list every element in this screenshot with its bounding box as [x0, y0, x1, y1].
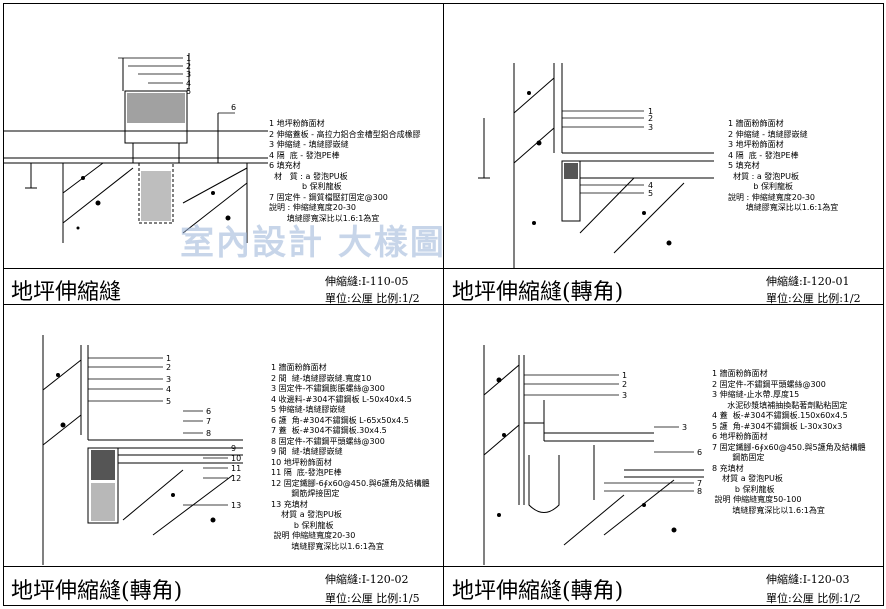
leader-label: 1 — [166, 354, 171, 363]
detail-title: 地坪伸縮縫(轉角) — [11, 579, 183, 604]
leader-label: 1 — [186, 54, 191, 63]
leader-label: 4 — [186, 79, 191, 88]
leader-label: 3 — [648, 123, 653, 132]
detail-title: 地坪伸縮縫 — [11, 280, 122, 305]
title-block: 地坪伸縮縫 伸縮縫:I-110-05 單位:公厘 比例:1/2 — [3, 268, 443, 305]
leader-label: 3 — [186, 70, 191, 79]
leader-label: 3 — [166, 375, 171, 384]
leader-label: 2 — [648, 114, 653, 123]
panel-floor-joint: 1 2 3 4 5 6 1 地坪粉飾面材 2 伸縮蓋板 - 高拉力鋁合金槽型鋁合… — [3, 3, 443, 305]
detail-title: 地坪伸縮縫(轉角) — [452, 579, 624, 604]
material-notes: 1 牆面粉飾面材 2 固定件-不鏽鋼平頭螺絲@300 3 伸縮縫-止水帶.厚度1… — [712, 369, 866, 515]
leader-label: 11 — [231, 464, 241, 473]
detail-code: 伸縮縫:I-110-05 — [325, 275, 409, 288]
detail-drawing-1: 1 2 3 4 5 6 — [3, 53, 268, 243]
leader-label: 2 — [186, 62, 191, 71]
leader-label: 10 — [231, 454, 241, 463]
leader-label: 5 — [166, 397, 171, 406]
detail-drawing-2: 1 2 3 4 5 — [478, 63, 714, 268]
title-block: 地坪伸縮縫(轉角) 伸縮縫:I-120-03 單位:公厘 比例:1/2 — [444, 566, 884, 606]
leader-label: 5 — [648, 189, 653, 198]
leader-label: 2 — [166, 363, 171, 372]
leader-label: 4 — [648, 181, 653, 190]
leader-label: 6 — [206, 407, 211, 416]
panel-corner-joint-01: 1 2 3 4 5 1 牆面粉飾面材 2 伸縮縫 - 填縫膠嵌縫 3 地坪粉飾面… — [444, 3, 884, 305]
leader-label: 5 — [186, 87, 191, 96]
detail-drawing-3: 1 2 3 4 5 6 7 8 9 10 11 12 13 — [42, 335, 243, 565]
detail-drawing-4: 1 2 3 3 6 7 8 — [483, 345, 704, 565]
panel-corner-joint-03: 1 2 3 3 6 7 8 1 牆面粉飾面材 2 固定件-不鏽鋼平頭螺絲@300… — [444, 305, 884, 606]
detail-title: 地坪伸縮縫(轉角) — [452, 280, 624, 305]
leader-label: 13 — [231, 501, 241, 510]
leader-label: 7 — [697, 479, 702, 488]
detail-code: 伸縮縫:I-120-02 — [325, 573, 409, 586]
leader-label: 7 — [206, 417, 211, 426]
title-block: 地坪伸縮縫(轉角) 伸縮縫:I-120-02 單位:公厘 比例:1/5 — [3, 566, 443, 606]
unit-scale: 單位:公厘 比例:1/2 — [325, 292, 420, 305]
unit-scale: 單位:公厘 比例:1/5 — [325, 592, 420, 605]
material-notes: 1 地坪粉飾面材 2 伸縮蓋板 - 高拉力鋁合金槽型鋁合成橡膠 3 伸縮縫 - … — [269, 119, 421, 223]
watermark: 室內設計 大樣圖 — [180, 223, 446, 263]
leader-label: 6 — [231, 103, 236, 112]
leader-label: 8 — [697, 487, 702, 496]
leader-label: 6 — [697, 448, 702, 457]
leader-label: 1 — [622, 371, 627, 380]
leader-label: 3 — [682, 423, 687, 432]
material-notes: 1 牆面粉飾面材 2 間 縫-填縫膠嵌縫.寬度10 3 固定件-不鏽鋼膨脹螺絲@… — [271, 363, 430, 551]
leader-label: 8 — [206, 429, 211, 438]
horizontal-divider — [3, 304, 884, 305]
unit-scale: 單位:公厘 比例:1/2 — [766, 292, 861, 305]
leader-label: 1 — [648, 107, 653, 116]
detail-code: 伸縮縫:I-120-01 — [766, 275, 850, 288]
panel-corner-joint-02: 1 2 3 4 5 6 7 8 9 10 11 12 13 1 牆面粉飾面材 2… — [3, 305, 443, 606]
detail-code: 伸縮縫:I-120-03 — [766, 573, 850, 586]
title-block: 地坪伸縮縫(轉角) 伸縮縫:I-120-01 單位:公厘 比例:1/2 — [444, 268, 884, 305]
unit-scale: 單位:公厘 比例:1/2 — [766, 592, 861, 605]
leader-label: 2 — [622, 380, 627, 389]
leader-label: 4 — [166, 385, 171, 394]
material-notes: 1 牆面粉飾面材 2 伸縮縫 - 填縫膠嵌縫 3 地坪粉飾面材 4 隔 底 - … — [728, 119, 839, 212]
leader-label: 12 — [231, 474, 241, 483]
leader-label: 9 — [231, 444, 236, 453]
leader-label: 3 — [622, 391, 627, 400]
